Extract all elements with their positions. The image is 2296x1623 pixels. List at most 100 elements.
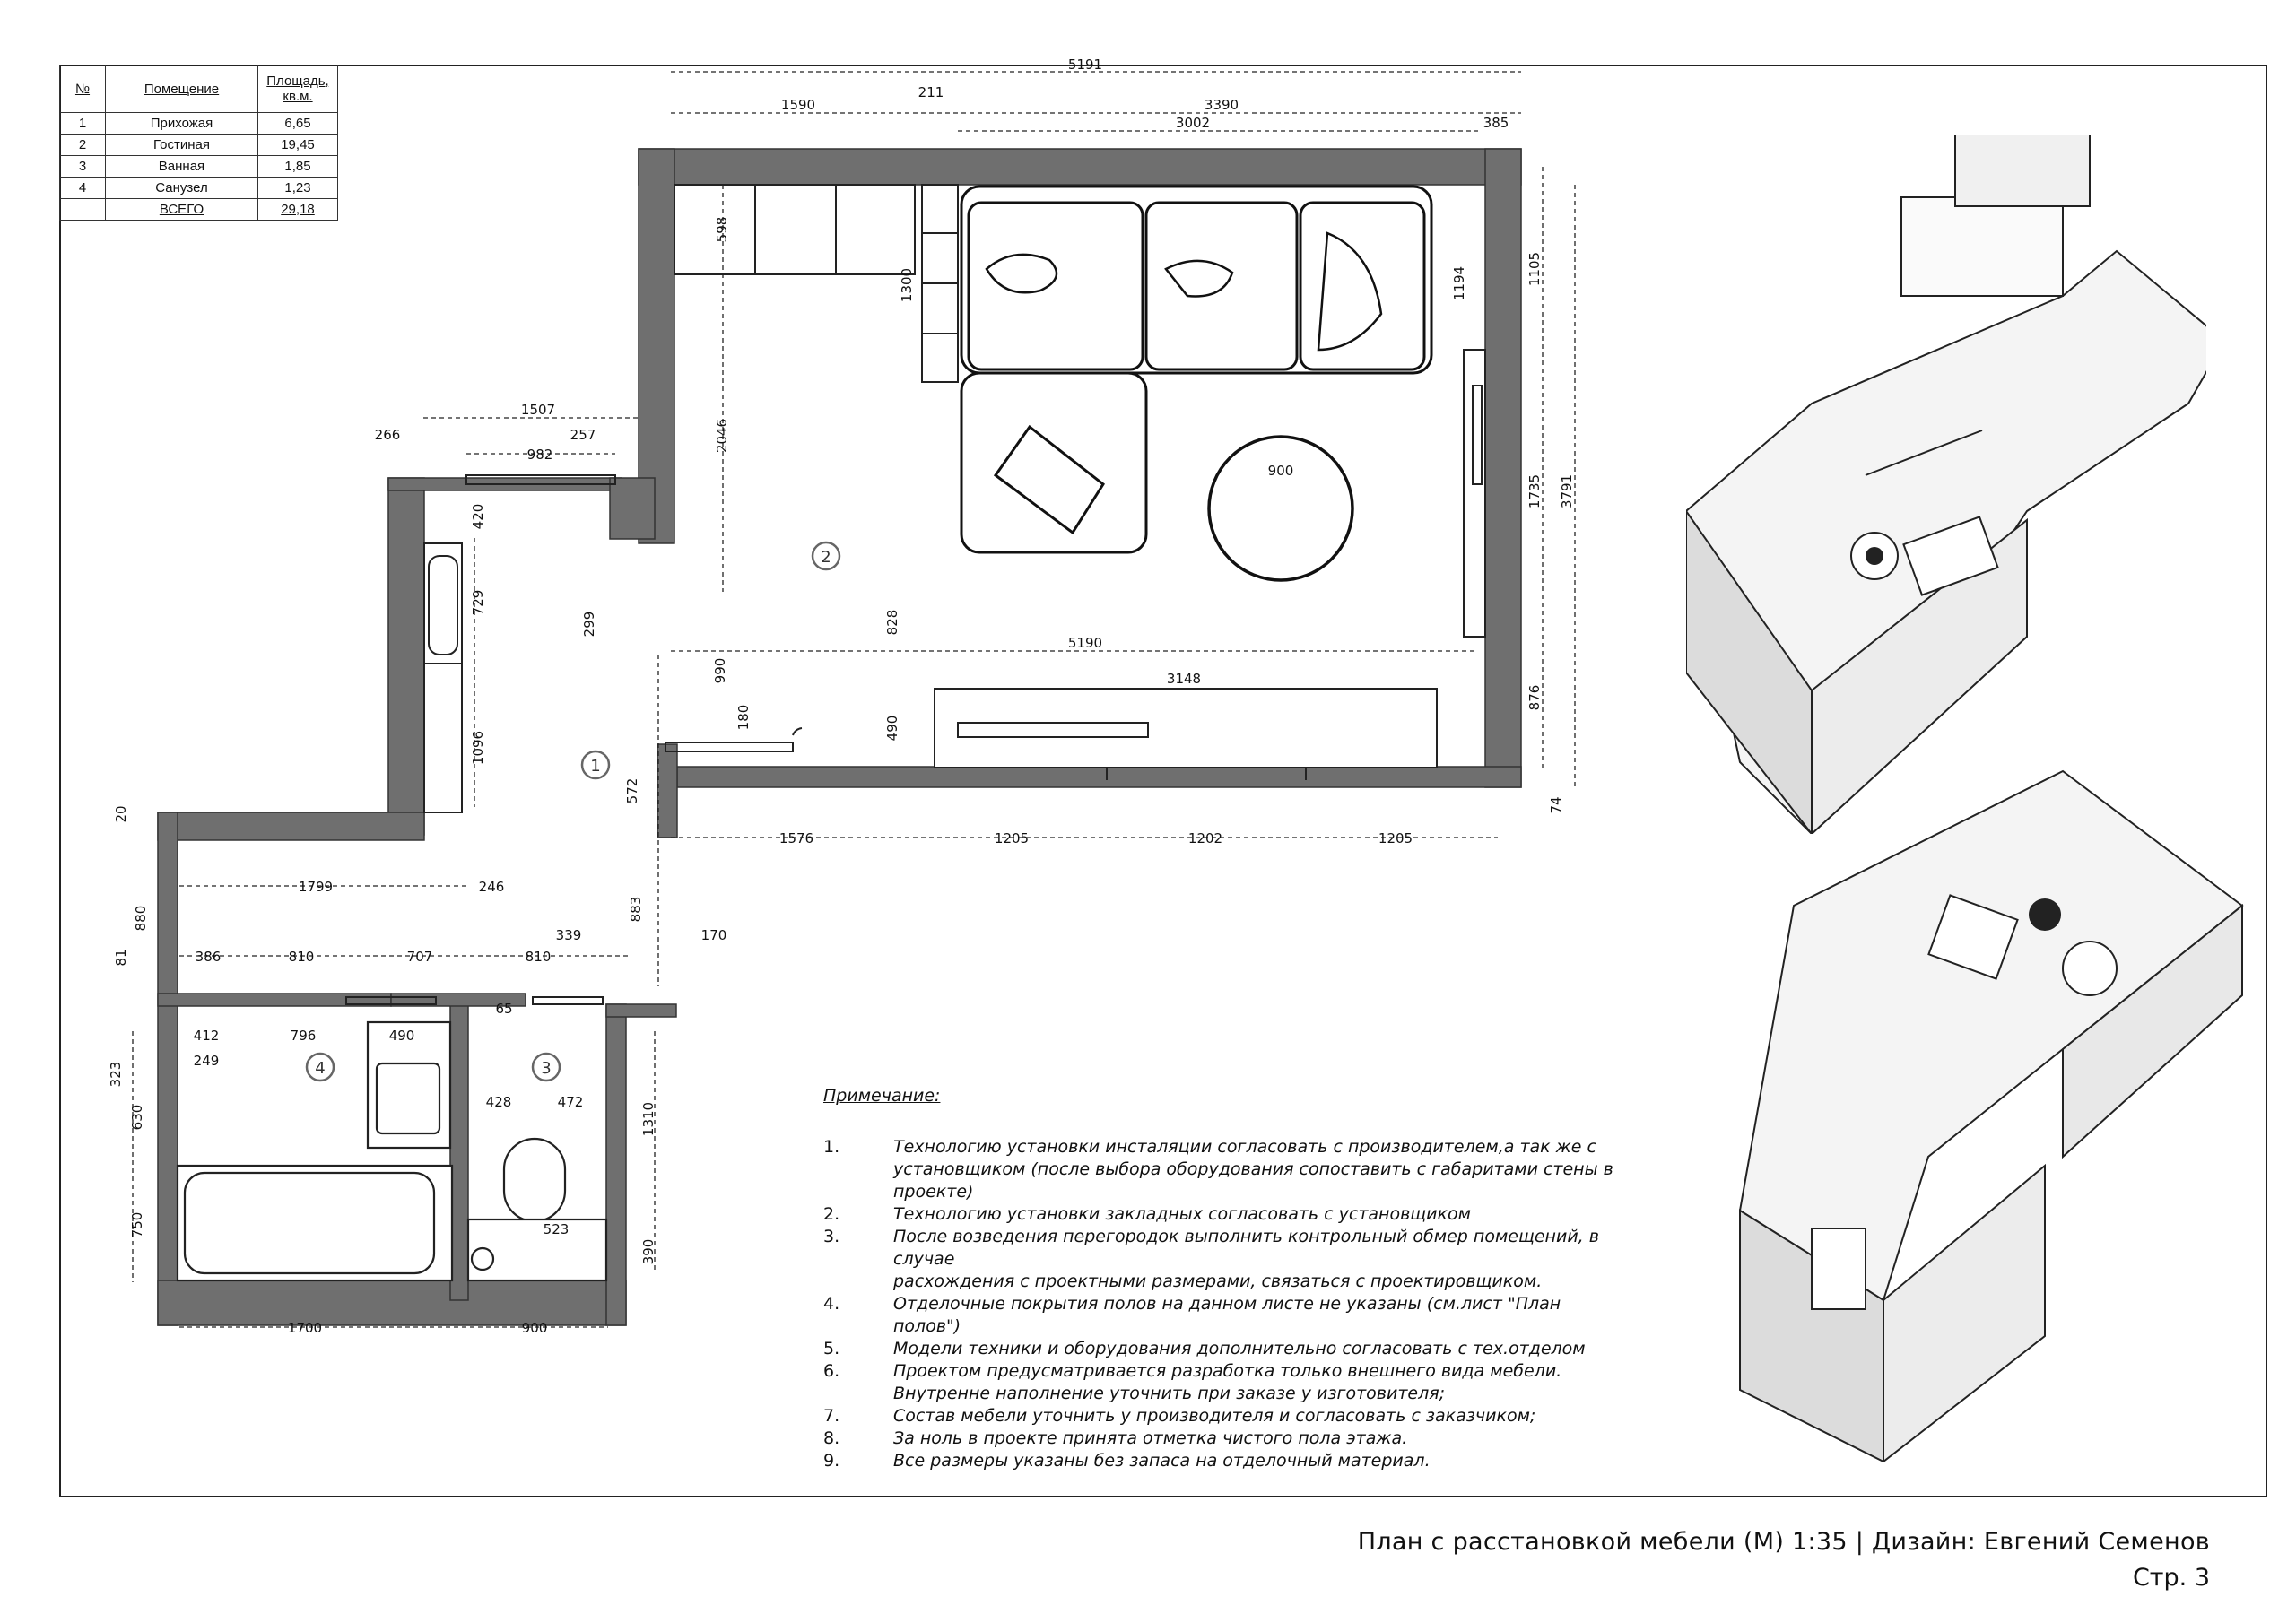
dim-v-323: 323 xyxy=(108,1062,124,1088)
sheet-frame xyxy=(59,65,2267,1497)
room-tag-1: 1 xyxy=(590,757,600,776)
dim-v-2046: 2046 xyxy=(714,419,730,453)
dim-v-630: 630 xyxy=(129,1105,145,1131)
room-tag-3: 3 xyxy=(541,1059,551,1078)
dim-v-572: 572 xyxy=(624,778,640,804)
dim-v-729: 729 xyxy=(470,590,486,616)
table-row: 1 Прихожая 6,65 xyxy=(59,112,338,135)
table-row: 2 Гостиная 19,45 xyxy=(59,134,338,156)
room-tag-2: 2 xyxy=(821,548,831,567)
dim-top-right: 3390 xyxy=(1205,97,1239,113)
note-item: 8. За ноль в проекте принята отметка чис… xyxy=(823,1428,1408,1448)
dim-bottom-1700: 1700 xyxy=(288,1320,322,1336)
dimension-texts: 5191 1590 211 3390 3002 385 598 1300 119… xyxy=(108,56,1575,1336)
col-header-area: Площадь, кв.м. xyxy=(257,65,338,113)
dim-door-266: 266 xyxy=(375,427,401,443)
dim-v-880: 880 xyxy=(133,906,149,932)
dim-right-1735: 1735 xyxy=(1526,474,1543,508)
dim-top-edge: 385 xyxy=(1483,115,1509,131)
notes-title: Примечание: xyxy=(823,1086,941,1106)
dim-sofa: 1194 xyxy=(1451,266,1467,300)
walls xyxy=(157,148,1522,1326)
dim-top-gap: 211 xyxy=(918,84,944,100)
page-number: Стр. 3 xyxy=(2132,1564,2210,1592)
floor-plan: 5191 1590 211 3390 3002 385 598 1300 119… xyxy=(108,56,1576,1336)
dim-h-412: 412 xyxy=(194,1028,220,1044)
coffee-table xyxy=(1207,435,1354,582)
dim-top-inner: 3002 xyxy=(1176,115,1210,131)
dim-bottom-1202: 1202 xyxy=(1188,830,1222,846)
note-item: 6. Проектом предусматривается разработка… xyxy=(823,1361,1562,1403)
dim-v-750: 750 xyxy=(129,1212,145,1238)
washing-machine xyxy=(470,1246,495,1271)
note-item: 4. Отделочные покрытия полов на данном л… xyxy=(823,1294,1561,1336)
room-tags xyxy=(305,541,841,1082)
toilet xyxy=(502,1137,567,1223)
total-area: 29,18 xyxy=(257,198,338,221)
dim-top-overall: 5191 xyxy=(1068,56,1102,73)
dim-h-170: 170 xyxy=(701,927,727,943)
dim-door-982: 982 xyxy=(527,447,553,463)
dim-v-180: 180 xyxy=(735,705,752,731)
dim-h-490: 490 xyxy=(389,1028,415,1044)
note-item: 1. Технологию установки инсталяции согла… xyxy=(823,1137,1613,1202)
dim-v-490: 490 xyxy=(884,716,900,742)
note-item: 7. Состав мебели уточнить у производител… xyxy=(823,1406,1536,1426)
notes-block: Примечание: 1. Технологию установки инст… xyxy=(823,1085,1631,1472)
dim-h-796: 796 xyxy=(291,1028,317,1044)
dim-v-299: 299 xyxy=(581,612,597,638)
bathroom-fixtures xyxy=(176,1020,608,1282)
dim-v-20: 20 xyxy=(113,805,129,822)
dim-room-width: 5190 xyxy=(1068,635,1102,651)
wardrobe xyxy=(674,184,959,383)
dim-v-420: 420 xyxy=(470,504,486,530)
dim-v-828: 828 xyxy=(884,610,900,636)
dim-right-876: 876 xyxy=(1526,685,1543,711)
dim-bottom-1205a: 1205 xyxy=(995,830,1029,846)
room-table: № Помещение Площадь, кв.м. 1 Прихожая 6,… xyxy=(59,65,338,221)
dim-table: 900 xyxy=(1268,463,1294,479)
dim-bottom-1576: 1576 xyxy=(779,830,813,846)
sofa xyxy=(960,185,1433,554)
radiator xyxy=(1463,349,1486,638)
dim-bottom-900: 900 xyxy=(522,1320,548,1336)
dim-bottom-1205b: 1205 xyxy=(1378,830,1413,846)
dim-h-1799: 1799 xyxy=(299,879,333,895)
note-item: 3. После возведения перегородок выполнит… xyxy=(823,1227,1599,1291)
dim-h-523: 523 xyxy=(544,1221,570,1237)
dim-v-1310: 1310 xyxy=(640,1102,657,1136)
dim-opening: 1507 xyxy=(521,402,555,418)
dim-right-1105: 1105 xyxy=(1526,252,1543,286)
dim-v-390: 390 xyxy=(640,1239,657,1265)
dimension-lines xyxy=(132,71,1576,1328)
dim-right-3791: 3791 xyxy=(1559,474,1575,508)
doors xyxy=(345,474,803,1005)
room-tag-4: 4 xyxy=(315,1059,325,1078)
dim-h-249: 249 xyxy=(194,1053,220,1069)
isometric-view-top xyxy=(1686,135,2206,834)
table-total-row: ВСЕГО 29,18 xyxy=(59,198,338,221)
col-header-room: Помещение xyxy=(105,65,258,113)
note-item: 9. Все размеры указаны без запаса на отд… xyxy=(823,1451,1431,1471)
sheet-title: План с расстановкой мебели (М) 1:35 | Ди… xyxy=(1357,1528,2210,1556)
hallway-cabinet xyxy=(423,542,463,813)
dim-v-1096: 1096 xyxy=(470,731,486,765)
dim-v-81: 81 xyxy=(113,949,129,966)
note-item: 2. Технологию установки закладных соглас… xyxy=(823,1204,1471,1224)
dim-h-707: 707 xyxy=(407,949,433,965)
table-row: 3 Ванная 1,85 xyxy=(59,155,338,178)
dim-right-74: 74 xyxy=(1548,796,1564,813)
dim-h-65: 65 xyxy=(495,1001,512,1017)
dim-top-left: 1590 xyxy=(781,97,815,113)
dim-h-246: 246 xyxy=(479,879,505,895)
dim-h-428: 428 xyxy=(486,1094,512,1110)
dim-wardrobe-depth: 598 xyxy=(714,217,730,243)
table-row: 4 Санузел 1,23 xyxy=(59,177,338,199)
dim-v-990: 990 xyxy=(712,658,728,684)
room-tag-labels: 2 1 3 4 xyxy=(315,548,831,1078)
tv-unit xyxy=(934,688,1438,780)
dim-h-472: 472 xyxy=(558,1094,584,1110)
dim-h-810b: 810 xyxy=(526,949,552,965)
note-item: 5. Модели техники и оборудования дополни… xyxy=(823,1339,1586,1358)
